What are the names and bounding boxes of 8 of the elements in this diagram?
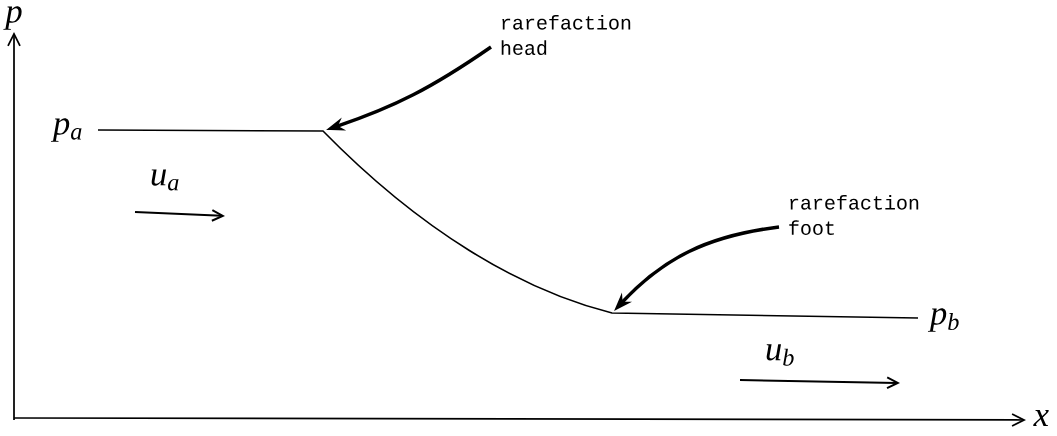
- axis-label: p: [3, 6, 22, 30]
- axis-label: x: [1033, 410, 1049, 426]
- annotation-text: rarefaction head: [501, 14, 631, 56]
- level-label: p$_{b}$: [927, 308, 959, 332]
- velocity-label: u$_{b}$: [766, 344, 794, 366]
- velocity-label: u$_{a}$: [151, 169, 179, 191]
- level-label: p$_{a}$: [50, 118, 82, 142]
- annotation-text: rarefaction foot: [789, 195, 919, 235]
